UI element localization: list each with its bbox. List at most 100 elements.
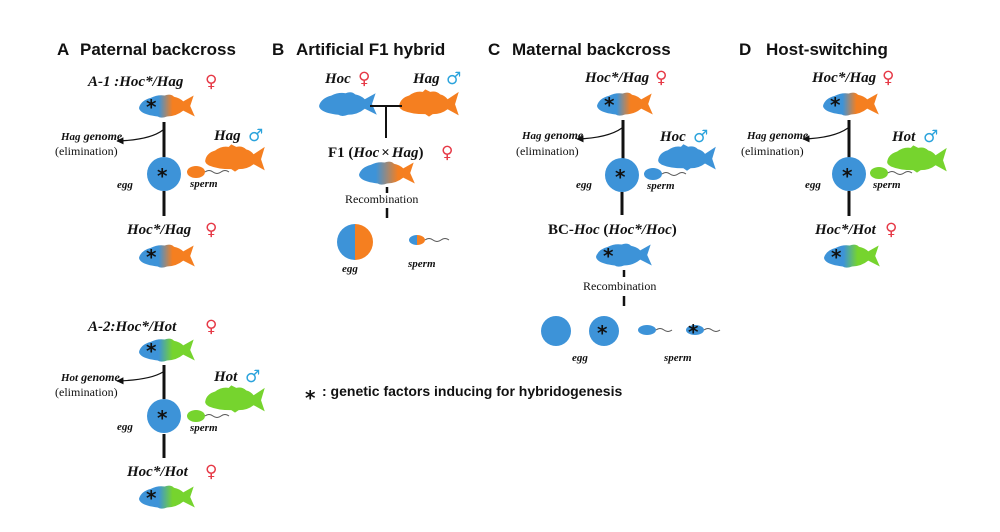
female-symbol: ♀: [885, 220, 897, 240]
male-symbol: ♂: [245, 367, 260, 387]
hoc-fish: [319, 92, 377, 116]
elimination-arrow: [116, 129, 164, 145]
sperm-tail: [887, 171, 913, 175]
hot-male-label: Hot: [213, 369, 238, 385]
hag-male-label: Hag: [213, 128, 241, 144]
male-symbol: ♂: [248, 126, 263, 146]
offspring-label: Hoc*/Hot: [814, 222, 877, 238]
factor-star: *: [305, 386, 316, 410]
female-symbol: ♀: [205, 317, 217, 337]
female-symbol: ♀: [205, 72, 217, 92]
recombinant-sperm: [409, 235, 425, 245]
a1-title: A-1 :Hoc*/Hag: [87, 74, 184, 90]
factor-star: *: [831, 245, 842, 269]
egg-label: egg: [805, 179, 821, 191]
recombinant-egg: [337, 224, 373, 260]
factor-star: *: [615, 165, 626, 189]
male-symbol: ♂: [446, 69, 461, 89]
panel-a-letter: A: [57, 40, 69, 59]
hot-male-label: Hot: [891, 129, 916, 145]
sperm-cell: [638, 325, 656, 335]
legend-footnote: * : genetic factors inducing for hybrido…: [305, 383, 622, 410]
factor-star: *: [597, 321, 608, 345]
hag-male-fish: [205, 144, 265, 172]
factor-star: *: [842, 164, 853, 188]
egg-label: egg: [117, 421, 133, 433]
factor-star: *: [146, 486, 157, 510]
sperm-label: sperm: [872, 179, 901, 191]
sperm-label: sperm: [189, 178, 218, 190]
egg-cell: [147, 157, 181, 191]
panel-b-letter: B: [272, 40, 284, 59]
recombination-label: Recombination: [583, 279, 656, 293]
sperm-label: sperm: [407, 258, 436, 270]
male-symbol: ♂: [693, 127, 708, 147]
f1-hybrid-fish: [359, 161, 415, 185]
hoc-female-label: Hoc: [324, 71, 351, 87]
panel-d-title: Host-switching: [766, 40, 888, 59]
footnote-text: : genetic factors inducing for hybridoge…: [322, 383, 622, 399]
egg-cell: [605, 158, 639, 192]
sperm-label: sperm: [189, 422, 218, 434]
panel-d-letter: D: [739, 40, 751, 59]
sperm-tail: [661, 172, 687, 176]
offspring-label: Hoc*/Hot: [126, 464, 189, 480]
hag-male-label: Hag: [412, 71, 440, 87]
factor-star: *: [146, 95, 157, 119]
panel-b: B Artificial F1 hybrid Hoc ♀ Hag ♂ F1 (H…: [272, 40, 461, 275]
female-symbol: ♀: [358, 69, 370, 89]
egg-cell: [541, 316, 571, 346]
sperm-label: sperm: [646, 180, 675, 192]
factor-star: *: [830, 93, 841, 117]
panel-a: A Paternal backcross A-1 :Hoc*/Hag ♀ * H…: [55, 40, 265, 510]
sperm-tail: [204, 170, 230, 174]
hot-male-fish: [205, 385, 265, 413]
sperm-tail: [424, 238, 450, 242]
sperm-cell: [187, 166, 205, 178]
hag-fish: [399, 89, 459, 117]
factor-star: *: [604, 93, 615, 117]
hoc-male-fish: [658, 144, 716, 171]
egg-label: egg: [342, 263, 358, 275]
factor-star: *: [688, 320, 699, 344]
female-symbol: ♀: [882, 68, 894, 88]
hoc-male-label: Hoc: [659, 129, 686, 145]
panel-c-title: Maternal backcross: [512, 40, 671, 59]
sperm-cell-with-factor: [686, 325, 704, 335]
female-symbol: ♀: [205, 462, 217, 482]
elimination-label: (elimination): [55, 144, 118, 158]
f1-label: F1 (Hoc×Hag): [328, 145, 423, 161]
elimination-arrow: [116, 371, 164, 385]
bc-hoc-label: BC-Hoc (Hoc*/Hoc): [548, 222, 677, 238]
sperm-tail: [655, 328, 673, 332]
egg-cell-with-factor: [589, 316, 619, 346]
maternal-label: Hoc*/Hag: [811, 70, 877, 86]
elimination-arrow: [576, 127, 623, 143]
factor-star: *: [603, 244, 614, 268]
sperm-label: sperm: [663, 352, 692, 364]
egg-label: egg: [117, 179, 133, 191]
sperm-cell: [187, 410, 205, 422]
egg-cell: [832, 157, 866, 191]
offspring-label: Hoc*/Hag: [126, 222, 192, 238]
sperm-cell: [644, 168, 662, 180]
elimination-label: (elimination): [741, 144, 804, 158]
egg-cell: [147, 399, 181, 433]
female-symbol: ♀: [441, 143, 453, 163]
sperm-tail: [703, 328, 721, 332]
panel-b-title: Artificial F1 hybrid: [296, 40, 445, 59]
hot-male-fish: [887, 145, 947, 173]
recombination-label: Recombination: [345, 192, 418, 206]
factor-star: *: [157, 164, 168, 188]
factor-star: *: [146, 339, 157, 363]
egg-label: egg: [576, 179, 592, 191]
panel-c-letter: C: [488, 40, 500, 59]
maternal-label: Hoc*/Hag: [584, 70, 650, 86]
